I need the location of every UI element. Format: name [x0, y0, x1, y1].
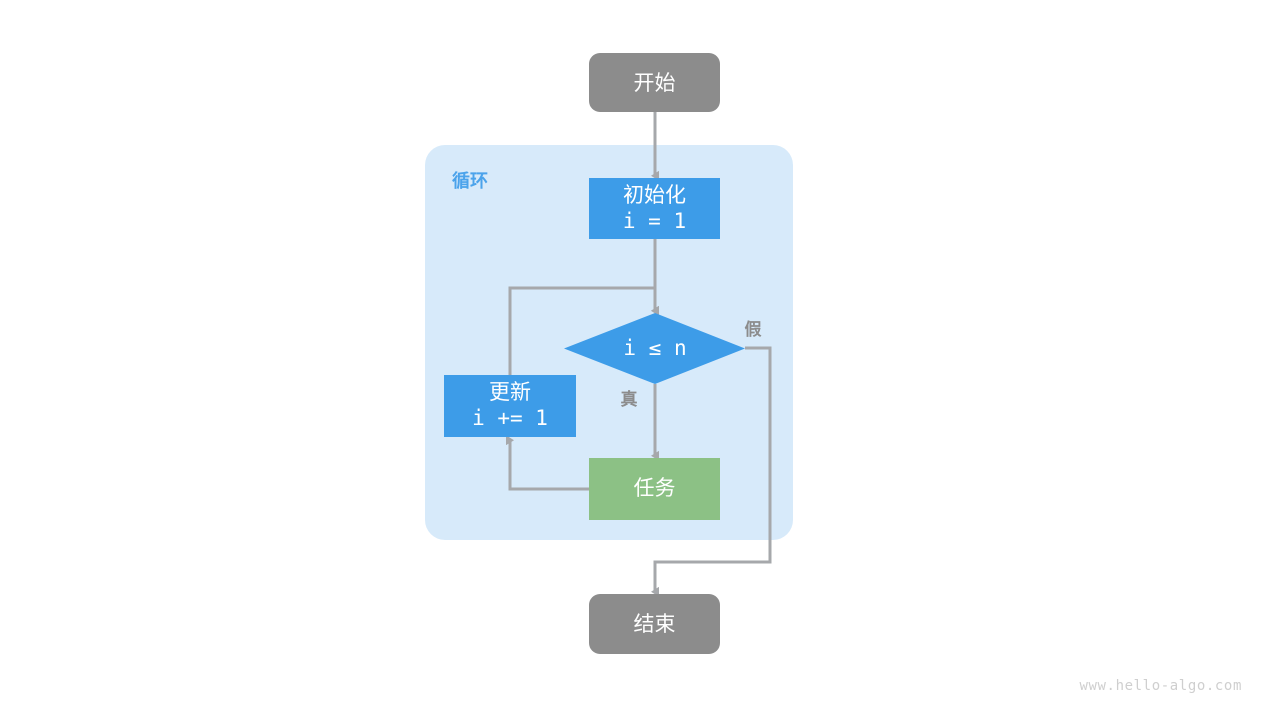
node-start[interactable]: 开始 — [589, 53, 720, 112]
node-task-shape — [589, 458, 720, 520]
edge-label-true: 真 — [621, 389, 638, 410]
node-update-shape — [444, 375, 576, 437]
loop-group-label: 循环 — [452, 170, 488, 192]
node-end-label: 结束 — [634, 612, 676, 636]
edge-layer: 真 假 — [506, 112, 772, 597]
watermark: www.hello-algo.com — [1079, 678, 1242, 694]
node-init-sublabel: i = 1 — [623, 209, 686, 233]
node-update[interactable]: 更新 i += 1 — [444, 375, 576, 437]
node-end[interactable]: 结束 — [589, 594, 720, 654]
node-task-label: 任务 — [634, 476, 676, 500]
edge-task-to-update — [506, 435, 589, 491]
node-update-label: 更新 — [489, 380, 531, 404]
node-condition-shape — [564, 313, 745, 384]
node-start-shape — [589, 53, 720, 112]
node-start-label: 开始 — [634, 71, 676, 95]
node-init-label: 初始化 — [623, 183, 686, 207]
node-task[interactable]: 任务 — [589, 458, 720, 520]
node-condition[interactable]: i ≤ n — [564, 313, 745, 384]
edge-label-false: 假 — [745, 319, 762, 340]
edge-cond-to-end — [651, 346, 772, 597]
node-end-shape — [589, 594, 720, 654]
node-update-sublabel: i += 1 — [472, 406, 548, 430]
node-condition-label: i ≤ n — [623, 336, 686, 360]
edge-update-to-cond — [508, 286, 659, 375]
node-init[interactable]: 初始化 i = 1 — [589, 178, 720, 239]
node-init-shape — [589, 178, 720, 239]
